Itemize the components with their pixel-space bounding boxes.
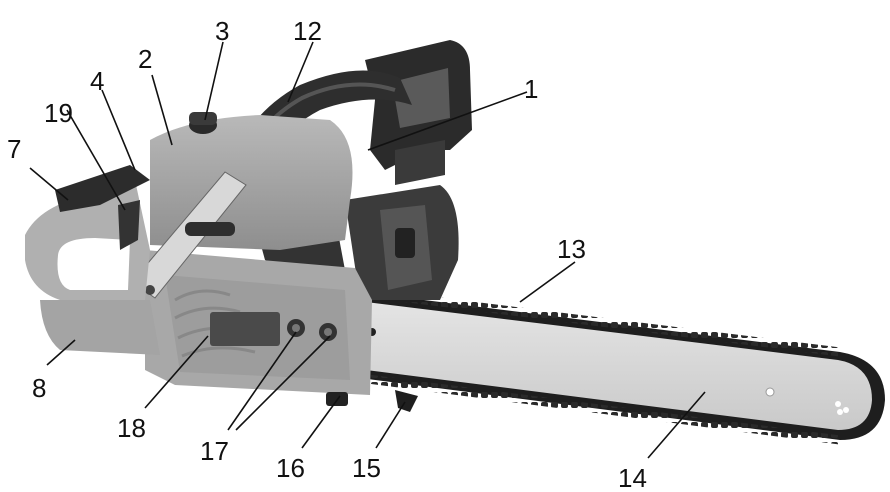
callout-12: 12 (293, 16, 322, 46)
front-handguard (365, 40, 472, 185)
callout-13: 13 (557, 234, 586, 264)
callout-14: 14 (618, 463, 647, 492)
chain-catcher (395, 390, 418, 412)
callout-15: 15 (352, 453, 381, 483)
callout-19: 19 (44, 98, 73, 128)
callouts: 1 2 3 4 7 8 12 13 14 15 16 17 18 19 (7, 16, 647, 492)
leader-lines (29, 41, 706, 459)
callout-7: 7 (7, 134, 21, 164)
clutch-area (345, 185, 459, 300)
guide-bar (359, 287, 885, 445)
callout-16: 16 (276, 453, 305, 483)
starter-grip (131, 171, 247, 299)
callout-2: 2 (138, 44, 152, 74)
callout-4: 4 (90, 66, 104, 96)
chainsaw-illustration (25, 40, 885, 445)
callout-3: 3 (215, 16, 229, 46)
engine-housing (145, 112, 372, 395)
callout-18: 18 (117, 413, 146, 443)
rear-handle (25, 165, 160, 355)
callout-1: 1 (524, 74, 538, 104)
callout-8: 8 (32, 373, 46, 403)
callout-17: 17 (200, 436, 229, 466)
